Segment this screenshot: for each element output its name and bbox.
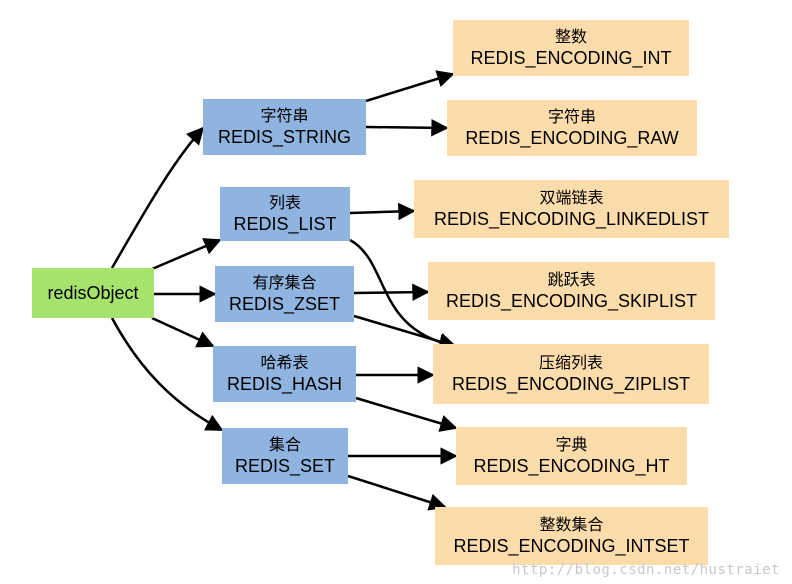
node-label-en: REDIS_SET xyxy=(234,456,336,476)
node-label-en: REDIS_ZSET xyxy=(228,294,341,314)
node-label-zh: 列表 xyxy=(268,193,301,212)
edge-zset-to-ziplist xyxy=(353,314,457,350)
node-encoding-linkedlist: 双端链表 REDIS_ENCODING_LINKEDLIST xyxy=(414,180,729,238)
edge-root-to-list xyxy=(151,238,222,271)
edge-set-to-intset xyxy=(347,474,447,511)
node-label-zh: 压缩列表 xyxy=(538,353,603,372)
node-encoding-skiplist: 跳跃表 REDIS_ENCODING_SKIPLIST xyxy=(428,262,715,320)
edge-root-to-hash xyxy=(151,316,215,348)
node-label-zh: 整数 xyxy=(554,27,587,46)
node-label-en: REDIS_ENCODING_INTSET xyxy=(453,536,690,556)
node-label-en: REDIS_ENCODING_LINKEDLIST xyxy=(433,209,710,229)
node-redis-list: 列表 REDIS_LIST xyxy=(220,187,350,241)
watermark-text: http://blog.csdn.net/hustraiet xyxy=(512,562,780,578)
node-label-zh: 跳跃表 xyxy=(547,270,596,289)
node-label-zh: 整数集合 xyxy=(539,515,604,534)
node-label-en: REDIS_HASH xyxy=(226,374,343,394)
node-redis-string: 字符串 REDIS_STRING xyxy=(203,99,366,155)
node-encoding-raw: 字符串 REDIS_ENCODING_RAW xyxy=(447,100,697,156)
edge-root-to-string xyxy=(110,126,205,269)
node-label-zh: 字符串 xyxy=(547,107,596,126)
node-label-en: REDIS_ENCODING_ZIPLIST xyxy=(451,374,691,394)
node-label-zh: 双端链表 xyxy=(539,188,604,207)
node-label-zh: 有序集合 xyxy=(252,273,317,292)
edge-list-to-linkedlist xyxy=(349,202,416,221)
node-label-zh: 集合 xyxy=(268,435,301,454)
node-label-en: REDIS_ENCODING_SKIPLIST xyxy=(445,291,698,311)
node-label-zh: 哈希表 xyxy=(260,353,309,372)
node-encoding-intset: 整数集合 REDIS_ENCODING_INTSET xyxy=(435,507,708,565)
node-label-zh: 字符串 xyxy=(260,106,309,125)
node-redis-hash: 哈希表 REDIS_HASH xyxy=(213,346,356,402)
edge-hash-to-ht xyxy=(355,396,458,432)
edge-string-to-int xyxy=(365,70,455,103)
node-encoding-ziplist: 压缩列表 REDIS_ENCODING_ZIPLIST xyxy=(433,344,709,404)
node-label-en: REDIS_ENCODING_INT xyxy=(470,48,672,68)
node-label-en: REDIS_ENCODING_HT xyxy=(473,456,670,476)
edge-string-to-raw xyxy=(365,119,449,137)
edge-root-to-set xyxy=(110,317,224,432)
node-label-en: REDIS_STRING xyxy=(217,127,352,147)
node-redis-set: 集合 REDIS_SET xyxy=(222,428,348,484)
node-label-en: REDIS_LIST xyxy=(233,214,337,234)
node-redis-object: redisObject xyxy=(32,268,154,318)
node-label: redisObject xyxy=(47,283,139,303)
node-encoding-ht: 字典 REDIS_ENCODING_HT xyxy=(456,427,687,485)
node-redis-zset: 有序集合 REDIS_ZSET xyxy=(215,266,354,322)
node-label-en: REDIS_ENCODING_RAW xyxy=(465,128,679,148)
node-encoding-int: 整数 REDIS_ENCODING_INT xyxy=(453,20,689,76)
edge-zset-to-skiplist xyxy=(353,283,430,301)
node-label-zh: 字典 xyxy=(555,435,588,454)
